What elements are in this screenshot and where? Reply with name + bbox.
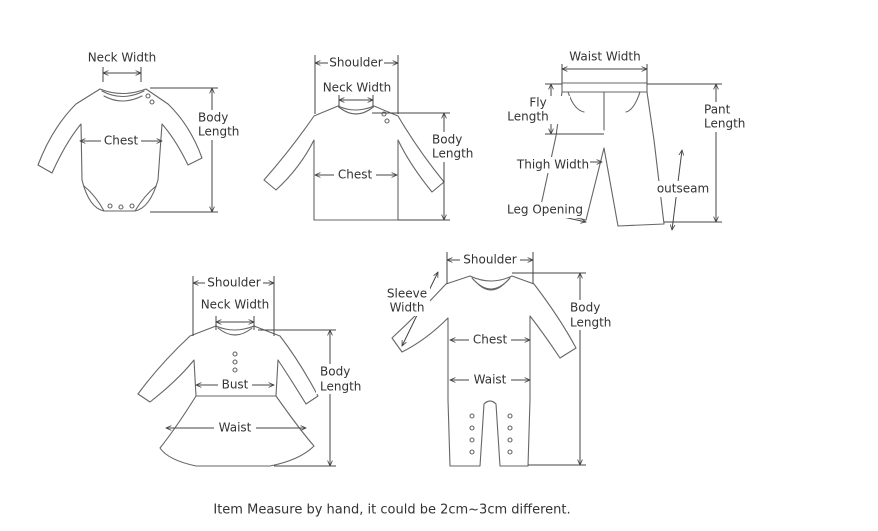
shirt-body-length-dimension: Body Length — [372, 113, 476, 220]
shirt-neck-width-label: Neck Width — [323, 81, 392, 95]
pants-thigh-width-label: Thigh Width — [516, 158, 589, 172]
pants-outline — [539, 82, 665, 227]
pants-leg-opening-dimension: Leg Opening — [506, 202, 586, 222]
dress-neck-width-dimension: Neck Width — [201, 298, 270, 330]
romper-figure — [391, 275, 577, 467]
shirt-collar — [339, 107, 373, 115]
dress-length-label: Length — [320, 380, 361, 394]
romper-sleeve-width-dimension: Sleeve Width — [384, 272, 438, 346]
dress-waist-dimension: Waist — [166, 420, 306, 436]
shirt-figure — [263, 105, 445, 221]
pants-pockets — [567, 91, 641, 113]
dress-shoulder-dimension: Shoulder — [193, 275, 274, 336]
bodysuit-body-length-dimension: Body Length — [150, 88, 240, 212]
pants-fly-length-dimension: Fly Length — [507, 84, 604, 134]
bodysuit-body-label: Body — [198, 111, 228, 125]
bodysuit-outline — [37, 88, 203, 212]
bodysuit-legholes — [83, 185, 157, 212]
romper-waist-label: Waist — [474, 373, 507, 387]
shirt-outline — [263, 105, 445, 221]
pants-outseam-dimension: outseam — [655, 150, 711, 230]
shirt-body-label: Body — [432, 133, 462, 147]
shirt-chest-dimension: Chest — [315, 167, 397, 183]
romper-outline — [391, 275, 577, 467]
romper-chest-dimension: Chest — [450, 332, 530, 348]
bodysuit-neck-width-dimension: Neck Width — [88, 51, 157, 82]
pants-pant-label: Pant — [704, 103, 731, 117]
romper-chest-label: Chest — [473, 333, 508, 347]
pants-pant-length-label: Length — [704, 117, 745, 131]
dress-figure — [137, 325, 319, 467]
pants-fly-length-label: Length — [507, 110, 548, 124]
romper-waist-dimension: Waist — [450, 372, 530, 388]
romper-collar — [471, 277, 511, 291]
shirt-shoulder-dimension: Shoulder — [315, 55, 398, 114]
romper-length-label: Length — [570, 316, 611, 330]
bodysuit-length-label: Length — [198, 125, 239, 139]
pants-leg-opening-label: Leg Opening — [507, 203, 583, 217]
pants-waist-width-label: Waist Width — [569, 50, 640, 64]
romper-sleeve-width-label: Width — [390, 301, 425, 315]
romper-shoulder-label: Shoulder — [463, 253, 517, 267]
dress-outline — [137, 325, 319, 467]
dress-waist-label: Waist — [219, 421, 252, 435]
dress-collar — [217, 327, 253, 336]
dress-neck-width-label: Neck Width — [201, 298, 270, 312]
pants-figure — [539, 82, 665, 227]
shirt-neck-width-dimension: Neck Width — [323, 81, 392, 108]
romper-body-label: Body — [570, 301, 600, 315]
shirt-shoulder-label: Shoulder — [329, 56, 383, 70]
bodysuit-collar — [101, 90, 145, 102]
measurement-footnote: Item Measure by hand, it could be 2cm~3c… — [213, 503, 570, 518]
bodysuit-neck-width-label: Neck Width — [88, 51, 157, 65]
bodysuit-figure — [37, 88, 203, 212]
bodysuit-chest-dimension: Chest — [80, 133, 162, 149]
pants-fly-label: Fly — [529, 96, 546, 110]
dress-shoulder-label: Shoulder — [207, 276, 261, 290]
romper-shoulder-dimension: Shoulder — [447, 252, 533, 284]
dress-bust-label: Bust — [222, 378, 249, 392]
bodysuit-chest-label: Chest — [104, 134, 139, 148]
pants-thigh-width-dimension: Thigh Width — [516, 157, 602, 173]
dress-body-label: Body — [320, 365, 350, 379]
pants-pant-length-dimension: Pant Length — [647, 84, 748, 222]
shirt-length-label: Length — [432, 147, 473, 161]
pants-waist-width-dimension: Waist Width — [562, 50, 647, 83]
dress-bust-dimension: Bust — [196, 377, 274, 393]
shirt-chest-label: Chest — [338, 168, 373, 182]
romper-sleeve-label: Sleeve — [387, 287, 427, 301]
romper-body-length-dimension: Body Length — [512, 273, 614, 465]
dress-body-length-dimension: Body Length — [258, 330, 364, 466]
pants-outseam-label: outseam — [657, 182, 709, 196]
